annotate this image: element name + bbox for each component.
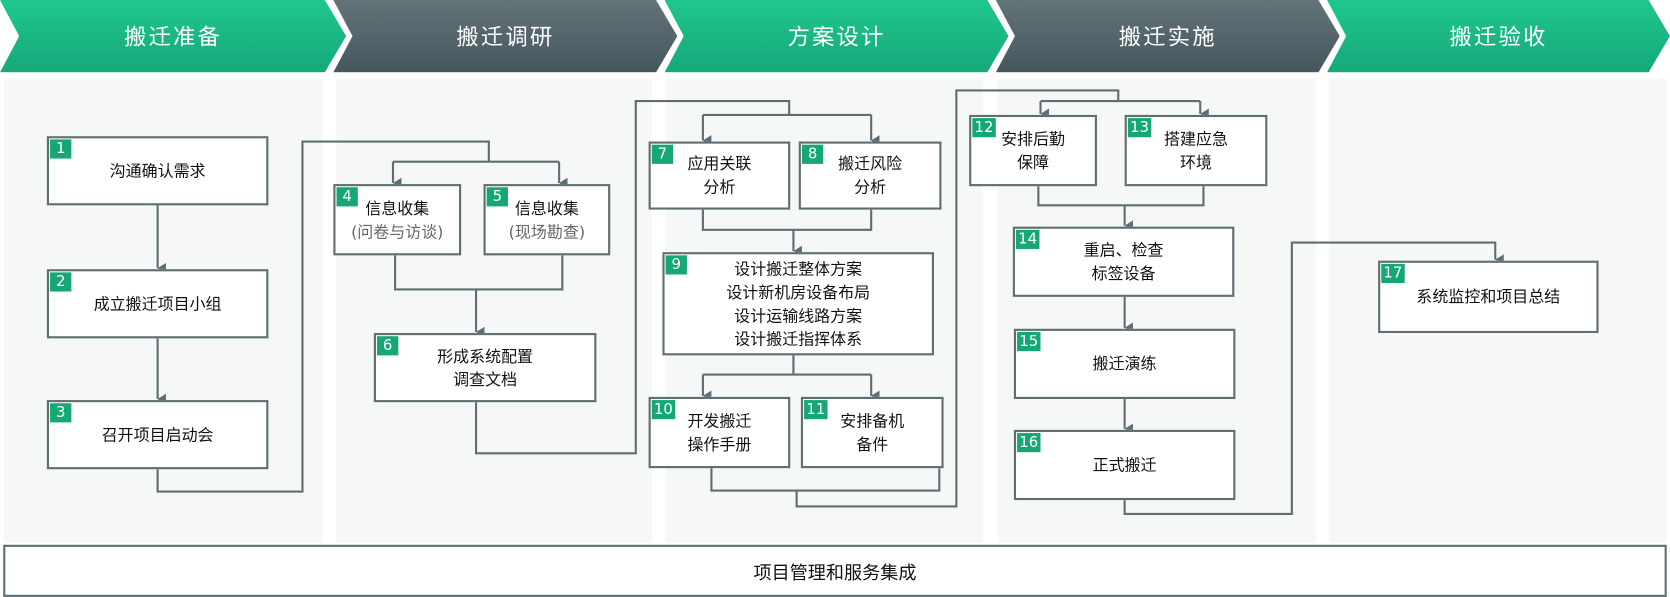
phase-survey: 搬迁调研: [333, 0, 678, 73]
step-label: 沟通确认需求: [109, 161, 206, 181]
step-number-badge: 7: [651, 144, 674, 164]
step-number-badge: 14: [1016, 229, 1040, 249]
step-label: 备件: [856, 434, 889, 454]
step-label: 安排后勤: [1001, 129, 1065, 149]
step-number-badge: 6: [377, 336, 399, 356]
step-box-10: 10 开发搬迁操作手册: [648, 396, 791, 469]
step-number-badge: 1: [50, 139, 72, 159]
step-number-badge: 11: [804, 400, 828, 420]
column-bg: [336, 78, 652, 543]
step-box-13: 13 搭建应急环境: [1124, 114, 1268, 187]
step-box-3: 3 召开项目启动会: [46, 400, 269, 470]
step-number-badge: 16: [1017, 433, 1041, 453]
step-label: 系统监控和项目总结: [1416, 287, 1561, 307]
step-label: 搭建应急: [1164, 129, 1228, 149]
step-label: 信息收集: [365, 198, 430, 218]
step-label: 开发搬迁: [687, 411, 752, 431]
phase-acceptance: 搬迁验收: [1326, 0, 1670, 73]
step-label: 设计运输线路方案: [734, 305, 863, 326]
phase-implement: 搬迁实施: [995, 0, 1340, 73]
phase-prepare: 搬迁准备: [0, 0, 347, 73]
step-label: 标签设备: [1091, 263, 1156, 284]
step-label: 分析: [703, 177, 736, 197]
step-label: 调查文档: [453, 369, 518, 389]
step-box-11: 11 安排备机备件: [800, 396, 944, 469]
step-number-badge: 4: [336, 187, 358, 207]
step-label: 搬迁风险: [838, 154, 903, 174]
step-box-8: 8 搬迁风险分析: [798, 141, 942, 210]
step-number-badge: 10: [651, 400, 676, 420]
step-box-14: 14 重启、检查标签设备: [1012, 226, 1235, 297]
step-label: 设计新机房设备布局: [726, 282, 871, 302]
step-label: 保障: [1017, 152, 1050, 172]
step-label: 搬迁演练: [1092, 354, 1157, 374]
step-box-9: 9 设计搬迁整体方案设计新机房设备布局设计运输线路方案设计搬迁指挥体系: [662, 252, 935, 356]
step-label: 环境: [1180, 152, 1212, 172]
step-box-7: 7 应用关联分析: [648, 141, 791, 210]
step-box-1: 1 沟通确认需求: [46, 136, 269, 206]
step-number-badge: 5: [486, 187, 509, 207]
step-box-4: 4 信息收集 (问卷与访谈): [333, 184, 462, 256]
step-number-badge: 12: [972, 118, 996, 138]
step-box-6: 6 形成系统配置调查文档: [373, 333, 597, 403]
step-box-17: 17 系统监控和项目总结: [1378, 260, 1599, 334]
step-number-badge: 3: [50, 403, 72, 423]
step-label: 信息收集: [514, 198, 579, 218]
step-label: 正式搬迁: [1092, 455, 1157, 475]
step-box-15: 15 搬迁演练: [1013, 328, 1236, 399]
step-sublabel: (问卷与访谈): [351, 221, 444, 241]
step-label: 形成系统配置: [437, 346, 534, 366]
step-box-2: 2 成立搬迁项目小组: [46, 269, 269, 339]
step-number-badge: 15: [1017, 331, 1041, 352]
step-label: 分析: [854, 177, 887, 197]
step-sublabel: (现场勘查): [508, 221, 586, 241]
step-label: 重启、检查: [1083, 240, 1164, 260]
step-number-badge: 13: [1127, 118, 1152, 138]
step-box-16: 16 正式搬迁: [1013, 429, 1236, 501]
step-label: 安排备机: [840, 411, 905, 431]
step-number-badge: 17: [1381, 263, 1405, 284]
step-label: 应用关联: [687, 154, 752, 174]
phase-design: 方案设计: [664, 0, 1009, 73]
step-label: 操作手册: [687, 434, 752, 454]
step-number-badge: 2: [50, 272, 72, 292]
step-number-badge: 8: [801, 144, 824, 164]
step-label: 成立搬迁项目小组: [93, 294, 222, 314]
step-label: 召开项目启动会: [101, 425, 214, 445]
step-number-badge: 9: [665, 255, 687, 275]
step-label: 设计搬迁整体方案: [734, 259, 863, 279]
project-management-bar: 项目管理和服务集成: [3, 544, 1667, 597]
step-label: 设计搬迁指挥体系: [734, 329, 863, 349]
